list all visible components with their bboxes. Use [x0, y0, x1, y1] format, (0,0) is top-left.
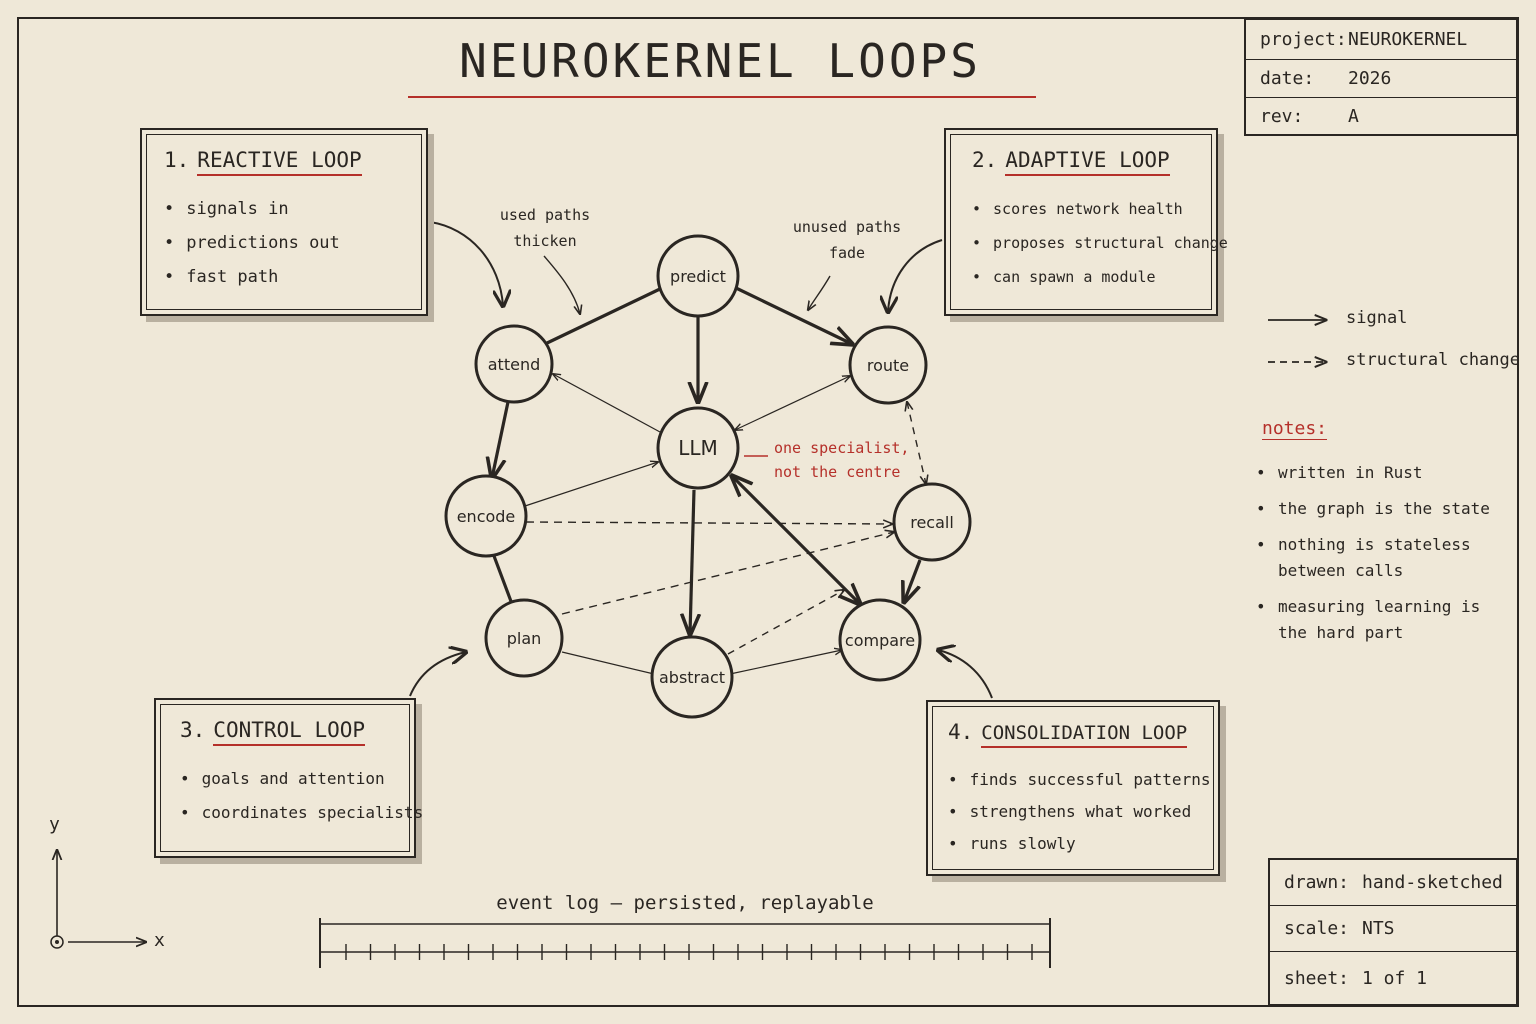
axis-y-label: y: [49, 814, 60, 835]
axis-indicator: [50, 850, 146, 949]
list-item: written in Rust: [1256, 460, 1516, 486]
list-item: signals in: [164, 192, 340, 226]
edge-llm-attend: [553, 374, 661, 433]
title-block-row-rev: rev: A: [1260, 105, 1359, 127]
node-plan[interactable]: plan: [484, 598, 564, 678]
title-block-row-scale: scale: NTS: [1270, 906, 1516, 952]
adaptive-loop-card: 2.ADAPTIVE LOOP scores network health pr…: [944, 128, 1228, 316]
list-item: scores network health: [972, 192, 1228, 226]
notes-list: written in Rust the graph is the state n…: [1256, 460, 1516, 656]
node-route[interactable]: route: [848, 325, 928, 405]
unused-paths-pointer: [808, 275, 831, 310]
edge-recall-compare: [904, 559, 922, 602]
node-predict[interactable]: predict: [656, 234, 740, 318]
notes-heading: notes:: [1262, 418, 1328, 440]
svg-text:attend: attend: [488, 355, 541, 374]
list-item: predictions out: [164, 226, 340, 260]
consolidation-loop-card: 4.CONSOLIDATION LOOP finds successful pa…: [926, 700, 1220, 876]
list-item: measuring learning is the hard part: [1256, 594, 1516, 646]
control-loop-list: goals and attention coordinates speciali…: [180, 762, 424, 830]
used-paths-annotation: used paths thicken: [499, 206, 591, 250]
reactive-loop-card: 1.REACTIVE LOOP signals in predictions o…: [140, 128, 428, 316]
reactive-loop-arrow: [429, 221, 503, 306]
title-block-bottom: drawn: hand-sketched scale: NTS sheet: 1…: [1268, 858, 1518, 1006]
consolidation-loop-arrow: [938, 650, 993, 699]
title-block-row-date: date: 2026: [1246, 60, 1516, 98]
edge-llm-abstract: [690, 489, 694, 634]
list-item: can spawn a module: [972, 260, 1228, 294]
graph-edges: [492, 286, 926, 675]
reactive-loop-list: signals in predictions out fast path: [164, 192, 340, 294]
edge-llm-compare: [732, 476, 860, 604]
event-log-timeline: [319, 918, 1051, 968]
control-loop-heading: 3.CONTROL LOOP: [180, 718, 366, 746]
node-encode[interactable]: encode: [444, 474, 528, 558]
used-paths-pointer: [543, 255, 580, 314]
edge-abstract-compare-dashed: [727, 590, 844, 655]
node-recall[interactable]: recall: [892, 482, 972, 562]
legend-structural-label: structural change: [1346, 350, 1520, 370]
svg-text:compare: compare: [845, 631, 915, 650]
svg-text:LLM: LLM: [678, 436, 718, 460]
llm-note-annotation: one specialist, not the centre: [774, 439, 910, 481]
consolidation-loop-list: finds successful patterns strengthens wh…: [948, 764, 1211, 860]
event-log-label: event log – persisted, replayable: [496, 892, 874, 914]
title-block-top: project: NEUROKERNEL date: 2026 rev: A: [1244, 18, 1518, 136]
svg-text:recall: recall: [910, 513, 954, 532]
reactive-loop-heading: 1.REACTIVE LOOP: [164, 148, 362, 176]
list-item: fast path: [164, 260, 340, 294]
svg-text:plan: plan: [507, 629, 542, 648]
list-item: the graph is the state: [1256, 496, 1516, 522]
edge-llm-route: [735, 376, 850, 430]
control-loop-arrow: [409, 652, 466, 697]
edge-encode-llm: [524, 462, 658, 507]
edge-plan-recall: [561, 532, 894, 615]
list-item: finds successful patterns: [948, 764, 1211, 796]
edge-encode-recall: [525, 522, 892, 524]
edge-attend-encode: [492, 401, 510, 478]
axis-x-label: x: [154, 930, 165, 951]
title-underline: [408, 96, 1036, 98]
svg-text:predict: predict: [670, 267, 726, 286]
node-abstract[interactable]: abstract: [650, 635, 734, 719]
consolidation-loop-heading: 4.CONSOLIDATION LOOP: [948, 720, 1188, 748]
control-loop-card: 3.CONTROL LOOP goals and attention coord…: [154, 698, 423, 858]
title-block-row-project: project: NEUROKERNEL: [1246, 20, 1516, 60]
edge-encode-plan: [492, 555, 514, 605]
node-llm[interactable]: LLM: [656, 406, 740, 490]
adaptive-loop-heading: 2.ADAPTIVE LOOP: [972, 148, 1170, 176]
edge-abstract-compare: [729, 650, 842, 675]
svg-text:encode: encode: [457, 507, 516, 526]
edge-predict-route: [735, 286, 852, 344]
list-item: strengthens what worked: [948, 796, 1210, 828]
list-item: goals and attention: [180, 762, 423, 796]
page-title: NEUROKERNEL LOOPS: [459, 34, 981, 88]
list-item: nothing is stateless between calls: [1256, 532, 1516, 584]
edge-route-recall: [907, 402, 926, 484]
list-item: runs slowly: [948, 828, 1210, 860]
edge-attend-predict: [544, 286, 663, 346]
title-block-row-sheet: sheet: 1 of 1: [1284, 967, 1428, 989]
adaptive-loop-list: scores network health proposes structura…: [972, 192, 1228, 294]
svg-text:route: route: [867, 356, 909, 375]
unused-paths-annotation: unused paths fade: [792, 218, 902, 262]
adaptive-loop-arrow: [888, 239, 943, 312]
list-item: coordinates specialists: [180, 796, 424, 830]
graph-nodes: predict attend route LLM encode recall: [444, 234, 972, 719]
edge-plan-abstract: [561, 651, 655, 675]
svg-text:abstract: abstract: [659, 668, 725, 687]
node-compare[interactable]: compare: [838, 598, 922, 682]
title-block-row-drawn: drawn: hand-sketched: [1270, 860, 1516, 906]
list-item: proposes structural change: [972, 226, 1228, 260]
legend-signal-label: signal: [1346, 308, 1408, 328]
node-attend[interactable]: attend: [474, 324, 554, 404]
sheet-border: [17, 17, 1519, 1007]
